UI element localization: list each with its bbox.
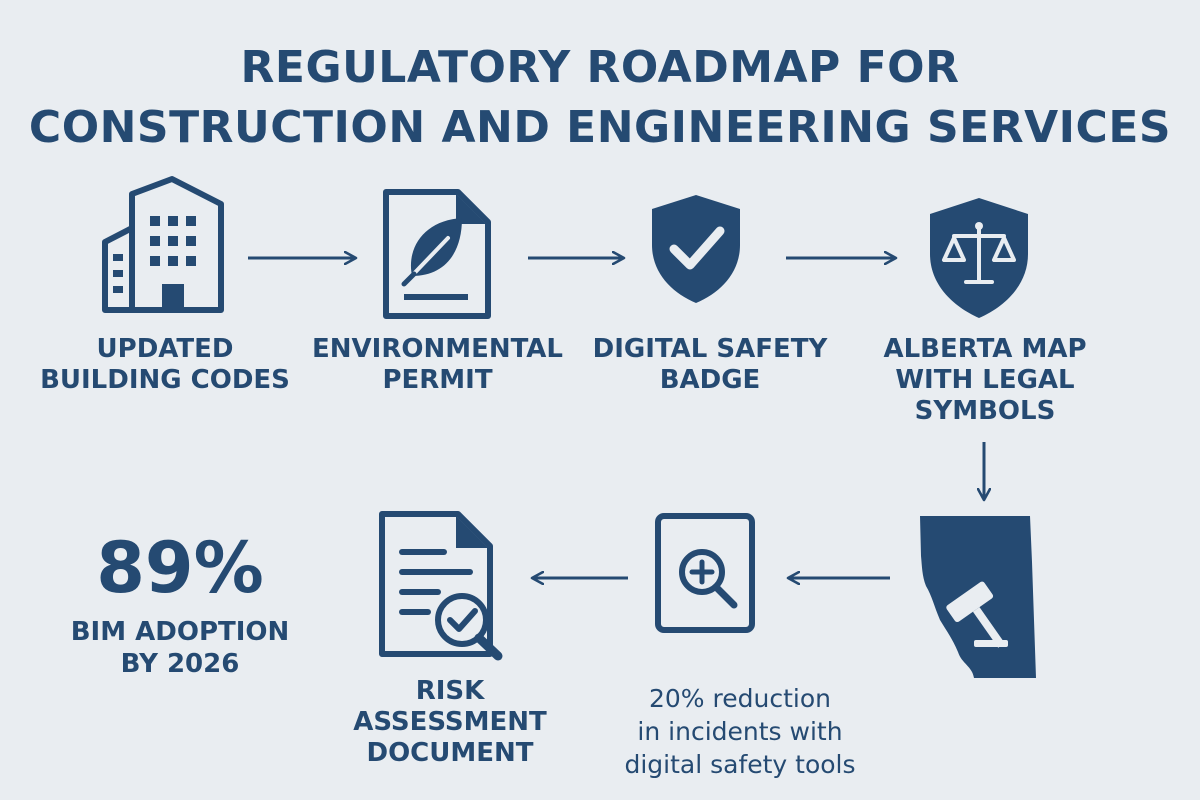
title-line-1: REGULATORY ROADMAP FOR [240, 42, 960, 93]
document-search-check-icon [379, 511, 503, 661]
magnifier-plus-icon [655, 513, 755, 633]
alberta-gavel-icon [920, 516, 1036, 678]
step-label-digital-safety-badge: DIGITAL SAFETY BADGE [592, 334, 828, 395]
title-line-2: CONSTRUCTION AND ENGINEERING SERVICES [28, 102, 1172, 153]
page-title: REGULATORY ROADMAP FOR CONSTRUCTION AND … [0, 38, 1200, 158]
bim-adoption-caption: BIM ADOPTION BY 2026 [70, 617, 290, 679]
bim-adoption-value: 89% [96, 527, 264, 609]
incident-reduction-note: 20% reduction in incidents with digital … [624, 684, 856, 779]
shield-scales-icon [930, 198, 1028, 318]
step-label-risk-assessment: RISK ASSESSMENT DOCUMENT [353, 676, 547, 768]
building-icon [102, 176, 224, 313]
leaf-document-icon [383, 189, 491, 319]
step-label-building-codes: UPDATED BUILDING CODES [40, 334, 290, 395]
step-label-environmental-permit: ENVIRONMENTAL PERMIT [312, 334, 563, 395]
shield-check-icon [652, 195, 740, 303]
step-label-alberta-map: ALBERTA MAP WITH LEGAL SYMBOLS [883, 334, 1087, 426]
